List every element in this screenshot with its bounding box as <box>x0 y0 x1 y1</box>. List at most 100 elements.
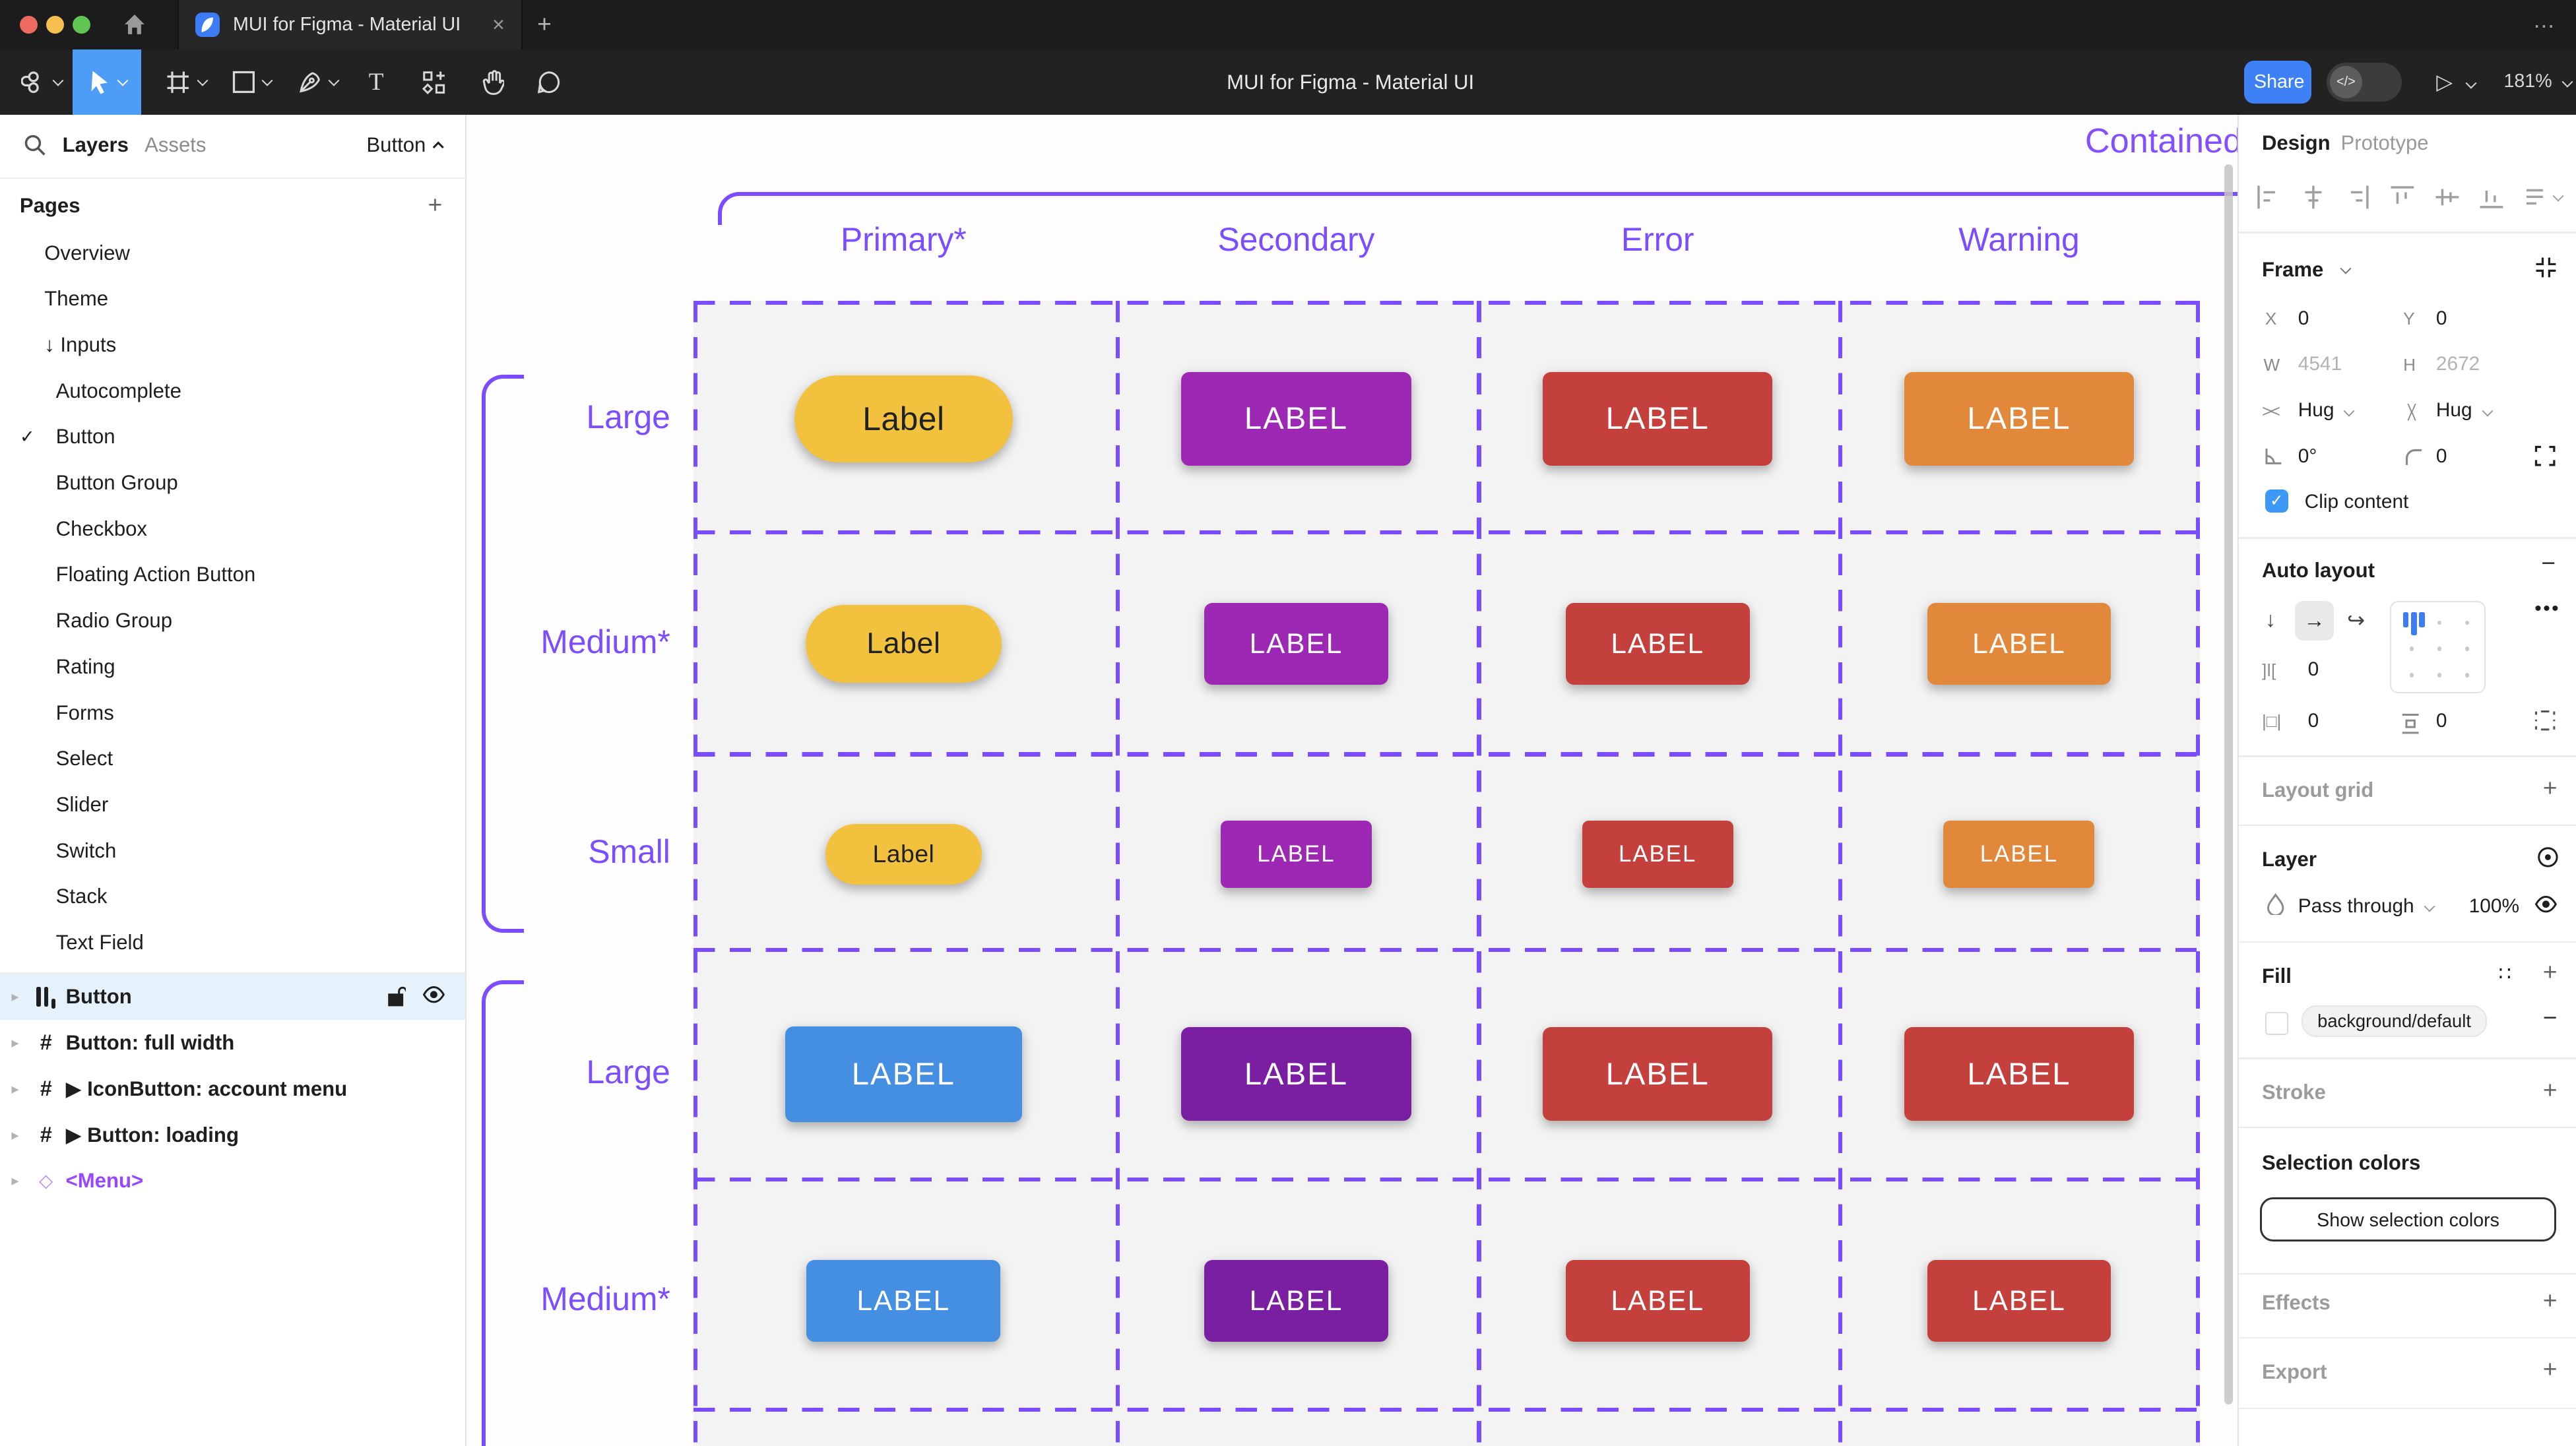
frame-tool-button[interactable] <box>154 49 217 115</box>
comment-tool-button[interactable] <box>526 49 572 115</box>
button-variant[interactable]: Label <box>825 823 982 885</box>
align-top-icon[interactable] <box>2389 184 2416 210</box>
padding-horizontal-field[interactable]: 0 <box>2307 709 2319 732</box>
button-variant[interactable]: LABEL <box>1943 820 2095 888</box>
layer-visibility-eye-icon[interactable] <box>2534 895 2558 913</box>
align-v-center-icon[interactable] <box>2434 184 2461 210</box>
auto-layout-alignment-widget[interactable] <box>2390 601 2486 693</box>
page-item-slider[interactable]: Slider <box>55 793 109 816</box>
add-effect-button[interactable]: + <box>2542 1286 2558 1314</box>
tab-assets[interactable]: Assets <box>145 133 207 156</box>
minimize-window-button[interactable] <box>46 15 65 34</box>
button-variant[interactable]: LABEL <box>1565 1259 1750 1342</box>
align-h-center-icon[interactable] <box>2300 184 2327 210</box>
page-item-checkbox[interactable]: Checkbox <box>55 517 147 540</box>
h-field[interactable]: 2672 <box>2435 353 2480 375</box>
x-field[interactable]: 0 <box>2298 307 2309 329</box>
fill-color-swatch[interactable] <box>2265 1011 2288 1035</box>
page-item-stack[interactable]: Stack <box>55 885 108 908</box>
button-variant[interactable]: LABEL <box>1927 1259 2111 1342</box>
auto-layout-wrap-icon[interactable]: ↩ <box>2347 608 2366 633</box>
main-menu-button[interactable] <box>13 49 69 115</box>
expand-caret-icon[interactable]: ▸ <box>11 1034 19 1052</box>
align-right-icon[interactable] <box>2344 184 2371 210</box>
new-tab-button[interactable]: + <box>537 9 552 38</box>
distribute-menu-icon[interactable] <box>2523 185 2564 208</box>
page-item-switch[interactable]: Switch <box>55 838 117 862</box>
page-item-overview[interactable]: Overview <box>44 241 130 265</box>
button-variant[interactable]: LABEL <box>1542 1027 1773 1121</box>
add-page-button[interactable]: + <box>428 190 443 218</box>
search-icon[interactable] <box>23 133 46 156</box>
home-icon[interactable] <box>121 11 148 38</box>
layer-item[interactable]: ▸#▶ IconButton: account menu <box>0 1066 465 1112</box>
maximize-window-button[interactable] <box>72 15 90 34</box>
button-variant[interactable]: LABEL <box>1927 602 2111 685</box>
tab-close-icon[interactable]: × <box>492 12 505 36</box>
page-item-rating[interactable]: Rating <box>55 654 115 678</box>
layer-item[interactable]: ▸#Button: full width <box>0 1020 465 1066</box>
button-variant[interactable]: LABEL <box>1565 602 1750 685</box>
button-variant[interactable]: LABEL <box>1181 1027 1411 1121</box>
button-variant[interactable]: LABEL <box>1220 820 1372 888</box>
dev-mode-toggle[interactable]: </> <box>2326 62 2402 102</box>
zoom-level-control[interactable]: 181% <box>2503 71 2573 92</box>
pen-tool-button[interactable] <box>288 49 347 115</box>
text-tool-button[interactable]: T <box>368 68 384 96</box>
button-variant[interactable]: Label <box>806 605 1002 683</box>
expand-caret-icon[interactable]: ▸ <box>11 988 19 1005</box>
opacity-field[interactable]: 100% <box>2468 895 2520 917</box>
add-stroke-button[interactable]: + <box>2542 1075 2558 1104</box>
share-button[interactable]: Share <box>2244 61 2312 104</box>
page-item-text-field[interactable]: Text Field <box>55 931 144 955</box>
page-item-button-group[interactable]: Button Group <box>55 471 178 495</box>
remove-fill-button[interactable]: − <box>2542 1003 2558 1032</box>
resources-tool-button[interactable] <box>410 49 457 115</box>
button-variant[interactable]: LABEL <box>1582 820 1733 888</box>
independent-padding-icon[interactable] <box>2534 710 2556 731</box>
layer-item[interactable]: ▸◇<Menu> <box>0 1158 465 1204</box>
unlock-icon[interactable] <box>387 986 406 1007</box>
page-item-theme[interactable]: Theme <box>44 287 109 311</box>
y-field[interactable]: 0 <box>2435 307 2447 329</box>
align-bottom-icon[interactable] <box>2478 184 2505 210</box>
fill-styles-icon[interactable]: ∷ <box>2498 963 2515 986</box>
rotation-field[interactable]: 0° <box>2298 445 2317 467</box>
button-variant[interactable]: Label <box>794 375 1013 462</box>
expand-caret-icon[interactable]: ▸ <box>11 1126 19 1143</box>
corner-radius-field[interactable]: 0 <box>2435 445 2447 467</box>
visibility-eye-icon[interactable] <box>422 986 445 1003</box>
button-variant[interactable]: LABEL <box>1904 371 2135 466</box>
auto-layout-vertical-icon[interactable]: ↓ <box>2265 608 2276 632</box>
page-item-forms[interactable]: Forms <box>55 701 114 724</box>
show-selection-colors-button[interactable]: Show selection colors <box>2260 1197 2556 1242</box>
page-indicator[interactable]: Button <box>366 133 444 157</box>
gap-field[interactable]: 0 <box>2307 658 2319 681</box>
shape-tool-button[interactable] <box>222 49 281 115</box>
add-fill-button[interactable]: + <box>2542 957 2558 986</box>
independent-corners-icon[interactable] <box>2534 445 2556 466</box>
button-variant[interactable]: LABEL <box>806 1259 1001 1342</box>
button-variant[interactable]: LABEL <box>1204 602 1388 685</box>
tab-layers[interactable]: Layers <box>62 133 129 156</box>
button-variant[interactable]: LABEL <box>1204 1259 1388 1342</box>
fill-style-chip[interactable]: background/default <box>2301 1005 2488 1038</box>
blend-mode-dropdown[interactable]: Pass through <box>2298 895 2435 918</box>
page-item-button[interactable]: ✓Button <box>0 414 465 460</box>
tab-design[interactable]: Design <box>2261 131 2331 155</box>
present-button[interactable]: ▷ <box>2436 69 2477 94</box>
button-variant[interactable]: LABEL <box>1542 371 1773 466</box>
button-variant[interactable]: LABEL <box>1181 371 1411 466</box>
layer-item[interactable]: ▸#▶ Button: loading <box>0 1112 465 1158</box>
hug-vertical-dropdown[interactable]: Hug <box>2436 399 2494 422</box>
expand-caret-icon[interactable]: ▸ <box>11 1080 19 1097</box>
clip-content-checkbox[interactable]: ✓ <box>2265 489 2288 513</box>
auto-layout-more-icon[interactable]: ••• <box>2534 598 2561 620</box>
w-field[interactable]: 4541 <box>2298 353 2342 375</box>
expand-caret-icon[interactable]: ▸ <box>11 1172 19 1189</box>
frame-heading[interactable]: Frame <box>2261 257 2324 281</box>
window-more-icon[interactable]: ⋯ <box>2533 13 2557 38</box>
align-left-icon[interactable] <box>2255 184 2282 210</box>
page-item-floating-action-button[interactable]: Floating Action Button <box>55 563 256 586</box>
